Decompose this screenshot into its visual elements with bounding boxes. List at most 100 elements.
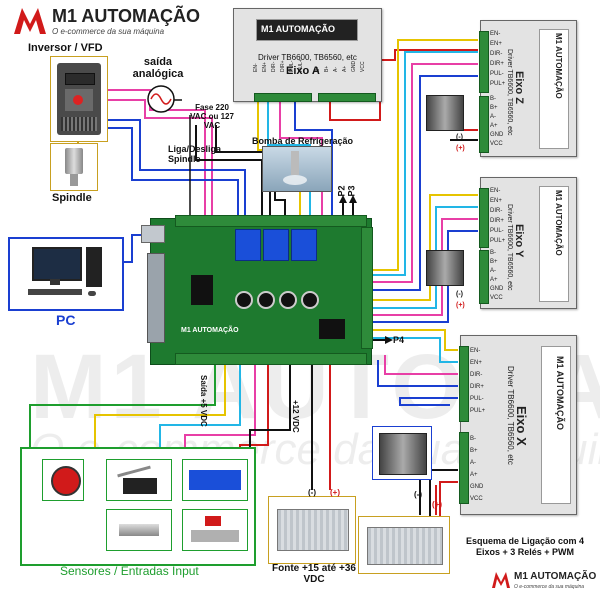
- driver-a-pin-bplus: B+: [324, 65, 330, 72]
- driver-a-terminal-right: [318, 93, 376, 102]
- sine-wave-icon: [147, 85, 175, 113]
- driver-y-pin-dirplus: DIR+: [490, 218, 504, 224]
- out5v-label: Saída +5 VDC: [199, 375, 208, 427]
- wire-x-3: [384, 355, 458, 375]
- pc-monitor: [32, 247, 82, 281]
- board-logo: M1 AUTOMAÇÃO: [181, 327, 239, 334]
- wire-y-1: [370, 194, 478, 301]
- vfd-display: [65, 73, 95, 85]
- driver-a-pin-enminus: EN-: [253, 63, 259, 72]
- driver-z-terminal-power: [479, 96, 489, 153]
- pc-label: PC: [56, 312, 76, 328]
- driver-z-pin-vcc: VCC: [490, 141, 503, 147]
- driver-y-pin-bplus: B+: [490, 259, 498, 265]
- driver-x-pin-gnd: GND: [470, 484, 484, 490]
- stepper-motor-x: [379, 433, 427, 475]
- driver-y-model: Driver TB6600, TB6560, etc: [506, 204, 513, 291]
- driver-x-pin-dirminus: DIR-: [470, 372, 483, 378]
- y-pos-label: (+): [456, 302, 465, 309]
- driver-x-pin-bminus: B-: [470, 436, 476, 442]
- wire-z-2: [370, 51, 478, 276]
- heatsink: [319, 319, 345, 339]
- psu-neg-label: (-): [308, 488, 316, 497]
- brand-logo-bottom: M1 AUTOMAÇÃO O e-commerce da sua máquina: [490, 568, 598, 596]
- emergency-stop-button-icon: [51, 466, 81, 496]
- driver-x-pin-bplus: B+: [470, 448, 478, 454]
- driver-a-pin-dirminus: DIR-: [271, 61, 277, 72]
- psu2-frame: [358, 516, 450, 574]
- wire-sensor-2: [159, 365, 241, 448]
- inverter-label: Inversor / VFD: [28, 42, 103, 54]
- driver-y-pin-enminus: EN-: [490, 188, 501, 194]
- wire-sensor-gnd: [29, 365, 216, 448]
- driver-a-pin-pulminus: PUL-: [289, 60, 295, 72]
- driver-y: Driver TB6600, TB6560, etc Eixo Y M1 AUT…: [479, 177, 577, 309]
- arrow-p2: [339, 195, 347, 203]
- capacitor-4: [301, 291, 319, 309]
- z-pos-label: (+): [456, 145, 465, 152]
- driver-y-terminal-power: [479, 250, 489, 304]
- driver-z: Driver TB6600, TB6560, etc Eixo Z M1 AUT…: [479, 20, 577, 157]
- wire-x-gnd: [429, 469, 458, 520]
- driver-x-pin-pulminus: PUL-: [470, 396, 484, 402]
- capacitor-1: [235, 291, 253, 309]
- driver-a-pin-aplus: A+: [342, 65, 348, 72]
- phase-label: Fase 220 VAC ou 127 VAC: [190, 103, 234, 130]
- relay-3: [291, 229, 317, 261]
- p2-label: P2: [336, 185, 347, 197]
- psu-2: [367, 527, 443, 565]
- driver-x-pin-aminus: A-: [470, 460, 476, 466]
- psu2-pos-label: (+): [432, 500, 442, 509]
- driver-a-pin-aminus: A-: [333, 67, 339, 72]
- driver-z-pin-bplus: B+: [490, 105, 498, 111]
- driver-z-pin-gnd: GND: [490, 132, 504, 138]
- driver-z-logo-text: M1 AUTOMAÇÃO: [554, 33, 563, 99]
- driver-y-pin-bminus: B-: [490, 250, 496, 256]
- driver-a-logo: M1 AUTOMAÇÃO: [256, 19, 358, 41]
- driver-z-terminal-signal: [479, 31, 489, 93]
- stepper-motor-x-frame: [372, 426, 432, 480]
- driver-a-logo-text: M1 AUTOMAÇÃO: [261, 24, 335, 34]
- brand-logo-text: M1 AUTOMAÇÃO: [52, 6, 200, 26]
- stepper-motor-z: [426, 95, 464, 131]
- chip: [191, 275, 213, 305]
- driver-x-pin-pulplus: PUL+: [470, 408, 486, 414]
- spindle-box: [50, 143, 98, 191]
- coolant-pump: [262, 146, 332, 192]
- driver-a-pin-vcc: VCC: [360, 61, 366, 72]
- driver-a-pin-bminus: B-: [315, 67, 321, 72]
- driver-z-axis: Eixo Z: [513, 71, 525, 105]
- spindle-motor: [65, 148, 83, 174]
- breakout-board: M1 AUTOMAÇÃO: [141, 215, 373, 365]
- sensors-label: Sensores / Entradas Input: [60, 564, 199, 578]
- driver-z-logo: [539, 29, 569, 149]
- p4-label: P4: [393, 335, 405, 345]
- driver-z-pin-pulminus: PUL-: [490, 71, 504, 77]
- driver-z-pin-dirminus: DIR-: [490, 51, 503, 57]
- capacitor-3: [279, 291, 297, 309]
- driver-z-pin-enplus: EN+: [490, 41, 502, 47]
- coolant-label: Bomba de Refrigeração: [252, 136, 354, 146]
- limit-switch-body: [123, 478, 157, 494]
- capacitor-2: [257, 291, 275, 309]
- driver-a-pin-dirplus: DIR+: [280, 60, 286, 72]
- driver-z-pin-dirplus: DIR+: [490, 61, 504, 67]
- wire-vfd-relay-1: [108, 119, 246, 215]
- driver-x-terminal-power: [459, 432, 469, 504]
- db25-connector: [147, 253, 165, 343]
- terminal-bottom: [175, 353, 367, 365]
- psu-1: [277, 509, 349, 551]
- z-neg-label: (-): [456, 134, 463, 141]
- wire-vfd-relay-2: [108, 127, 239, 215]
- pc-tower: [86, 247, 102, 287]
- wire-a-4: [294, 100, 333, 215]
- driver-y-pin-aminus: A-: [490, 268, 496, 274]
- coolant-spray: [283, 175, 307, 185]
- relay-2: [263, 229, 289, 261]
- driver-y-logo-text: M1 AUTOMAÇÃO: [554, 190, 563, 256]
- psu-label: Fonte +15 até +36 VDC: [272, 563, 356, 585]
- vfd-box: [50, 56, 108, 142]
- driver-z-pin-aplus: A+: [490, 123, 498, 129]
- driver-y-pin-enplus: EN+: [490, 198, 502, 204]
